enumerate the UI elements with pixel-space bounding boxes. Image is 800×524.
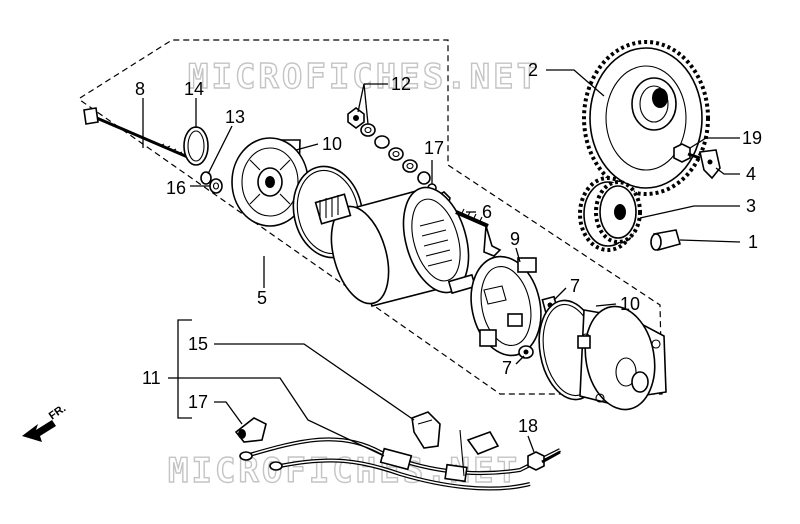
front-cover-10 [231,137,309,227]
leader-lines [142,69,741,457]
callout-4: 4 [746,164,756,184]
callout-16: 14 [184,79,204,99]
callout-17-left: 16 [166,178,186,198]
reduction-gear-3 [578,176,642,252]
callout-labels: 8 14 13 16 10 5 12 17 6 9 7 7 10 2 3 1 1… [135,60,762,436]
rear-housing [577,305,667,411]
callout-6: 6 [482,202,492,222]
callout-10-right: 10 [620,294,640,314]
assembly-outline [79,39,663,395]
brush-holder-9 [470,255,542,357]
callout-11: 11 [142,368,161,388]
callout-12: 17 [188,392,208,412]
terminal-bolt-6 [455,208,502,257]
callout-13: 15 [188,334,208,354]
callout-9: 9 [510,229,520,249]
front-direction-indicator: FR. [22,402,68,442]
motor-yoke [314,186,477,307]
connector-12 [234,417,267,443]
callout-1: 1 [748,232,758,252]
wire-harness-11 [239,429,561,491]
callout-10-left: 10 [322,134,342,154]
arrow-icon [22,420,56,442]
cable-boot-13 [411,411,441,449]
bolt-19 [673,143,701,163]
clip-4 [699,149,721,180]
callout-5: 5 [257,288,267,308]
washer-17 [209,178,223,194]
large-gear-2 [582,40,710,196]
watermark-top: MICROFICHES.NET [188,57,540,97]
callout-2: 2 [528,60,538,80]
callout-14: 12 [391,74,411,94]
front-label: FR. [47,402,68,422]
callout-19: 19 [742,128,762,148]
callout-18: 18 [518,416,538,436]
callout-7-upper: 7 [570,276,580,296]
callout-8: 8 [135,79,145,99]
terminal-screw-18 [527,450,561,471]
pin-1 [650,229,681,251]
callout-3: 3 [746,196,756,216]
callout-7-lower: 7 [502,358,512,378]
brush-7-lower [518,345,534,359]
callout-15: 13 [225,107,245,127]
washer-15 [200,171,212,185]
through-bolt [83,107,191,160]
callout-17-right: 17 [424,138,444,158]
